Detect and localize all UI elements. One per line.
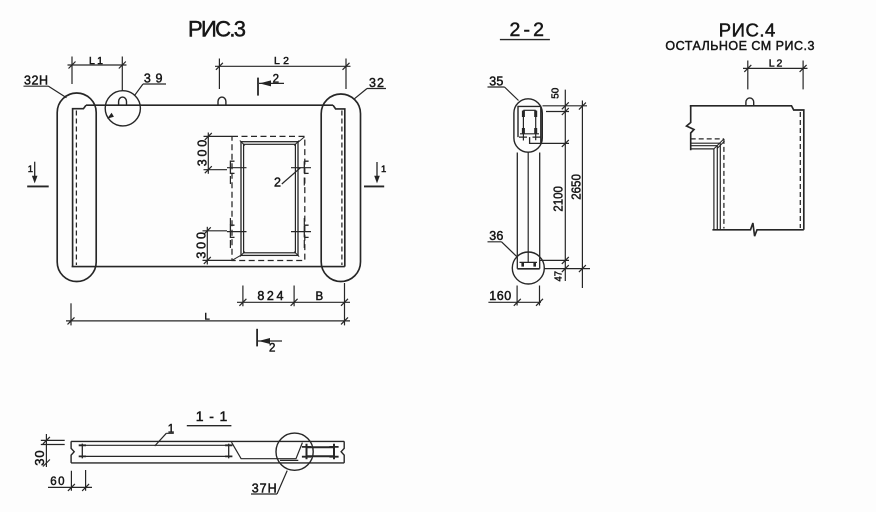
svg-text:824: 824 xyxy=(257,289,283,303)
svg-text:36: 36 xyxy=(489,229,503,243)
svg-text:2650: 2650 xyxy=(569,174,584,200)
svg-text:L2: L2 xyxy=(274,55,289,67)
svg-text:300: 300 xyxy=(195,232,209,259)
svg-text:32Н: 32Н xyxy=(24,74,48,88)
svg-text:30: 30 xyxy=(32,450,47,465)
svg-text:2100: 2100 xyxy=(551,186,566,212)
svg-text:1: 1 xyxy=(28,164,33,175)
svg-text:РИС.3: РИС.3 xyxy=(188,17,246,42)
svg-text:В: В xyxy=(316,291,324,303)
svg-text:L2: L2 xyxy=(769,58,783,70)
svg-text:1-1: 1-1 xyxy=(196,408,228,424)
svg-text:47: 47 xyxy=(553,271,565,282)
svg-text:60: 60 xyxy=(50,476,64,488)
svg-text:L: L xyxy=(205,312,210,323)
svg-text:37Н: 37Н xyxy=(252,481,277,495)
svg-text:32: 32 xyxy=(369,76,384,90)
svg-text:2-2: 2-2 xyxy=(510,19,545,41)
svg-text:1: 1 xyxy=(381,164,386,175)
svg-text:РИС.4: РИС.4 xyxy=(719,20,776,41)
svg-text:ОСТАЛЬНОЕ СМ РИС.3: ОСТАЛЬНОЕ СМ РИС.3 xyxy=(665,39,814,53)
svg-text:35: 35 xyxy=(489,74,503,88)
svg-text:300: 300 xyxy=(196,140,210,167)
svg-text:2: 2 xyxy=(269,342,275,354)
svg-text:39: 39 xyxy=(144,71,163,85)
svg-text:2: 2 xyxy=(274,176,281,190)
svg-text:50: 50 xyxy=(550,88,562,99)
svg-text:1: 1 xyxy=(168,424,174,436)
svg-text:160: 160 xyxy=(489,289,511,303)
svg-text:2: 2 xyxy=(273,73,279,85)
